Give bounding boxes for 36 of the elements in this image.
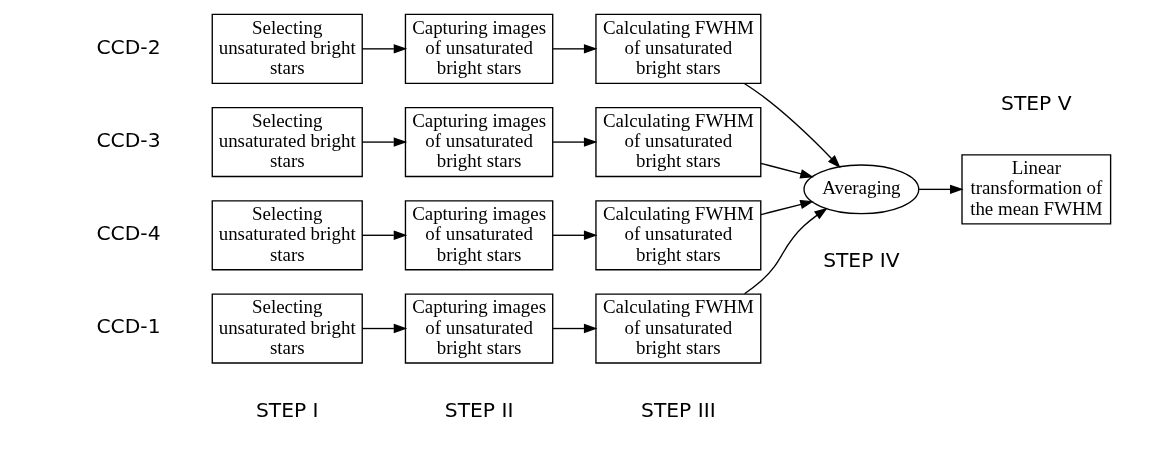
node-box: Capturing images of unsaturated bright stars: [404, 199, 553, 270]
node-box: Capturing images of unsaturated bright stars: [404, 13, 553, 84]
label: STEP II: [444, 397, 513, 422]
label: CCD-1: [95, 313, 161, 338]
node-box: Capturing images of unsaturated bright stars: [404, 106, 553, 177]
node-box: Linear transformation of the mean FWHM: [960, 153, 1111, 224]
node-box: Selecting unsaturated bright stars: [211, 292, 363, 364]
node-box: Capturing images of unsaturated bright stars: [404, 292, 553, 364]
arrow: [551, 230, 597, 240]
node-box: Calculating FWHM of unsaturated bright stars: [594, 106, 761, 177]
node-box: Selecting unsaturated bright stars: [211, 106, 363, 177]
label: STEP IV: [822, 247, 900, 272]
arrow: [551, 323, 597, 333]
node-box: Selecting unsaturated bright stars: [211, 199, 363, 270]
arrow: [361, 230, 407, 240]
arrow: [743, 82, 841, 168]
arrow: [759, 162, 814, 178]
label: STEP III: [640, 397, 716, 422]
node-ellipse: Averaging: [802, 163, 919, 214]
node-box: Calculating FWHM of unsaturated bright stars: [594, 13, 761, 84]
label: CCD-4: [95, 220, 161, 245]
arrow: [551, 136, 597, 147]
label: STEP V: [1000, 90, 1072, 115]
arrow: [361, 43, 407, 54]
arrow: [917, 184, 964, 194]
node-box: Selecting unsaturated bright stars: [211, 13, 363, 84]
arrow: [551, 43, 597, 54]
label: CCD-2: [95, 34, 161, 59]
label: STEP I: [255, 397, 319, 422]
node-box: Calculating FWHM of unsaturated bright stars: [594, 292, 761, 364]
node-box: Calculating FWHM of unsaturated bright stars: [594, 199, 761, 270]
arrow: [759, 199, 814, 215]
arrow: [743, 207, 828, 294]
label: CCD-3: [95, 127, 161, 152]
arrow: [361, 136, 407, 147]
arrow: [361, 323, 407, 333]
